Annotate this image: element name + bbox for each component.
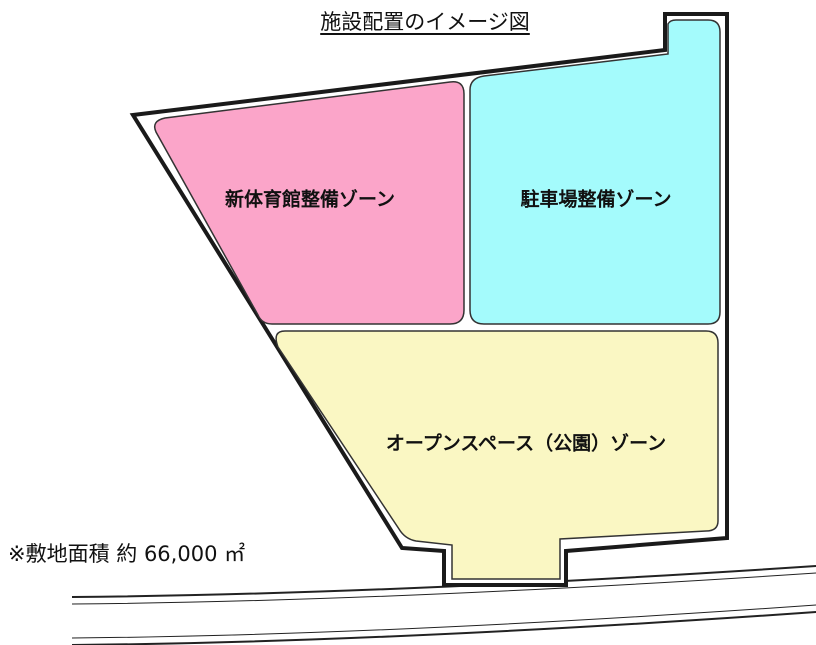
road-edge-top-inner [71,572,816,605]
parking-zone [469,19,721,325]
road-edge-bottom-inner [71,604,816,639]
site-area-note: ※敷地面積 約 66,000 ㎡ [8,542,246,566]
open-space-park-zone [275,330,719,580]
parking-zone-label: 駐車場整備ゾーン [520,188,672,211]
road [71,565,816,645]
road-edge-bottom [71,611,816,645]
open-space-zone-label: オープンスペース（公園）ゾーン [385,432,667,455]
diagram-title: 施設配置のイメージ図 [320,10,530,34]
gymnasium-zone [153,81,465,325]
gymnasium-zone-label: 新体育館整備ゾーン [224,188,396,211]
road-edge-top [71,565,816,598]
